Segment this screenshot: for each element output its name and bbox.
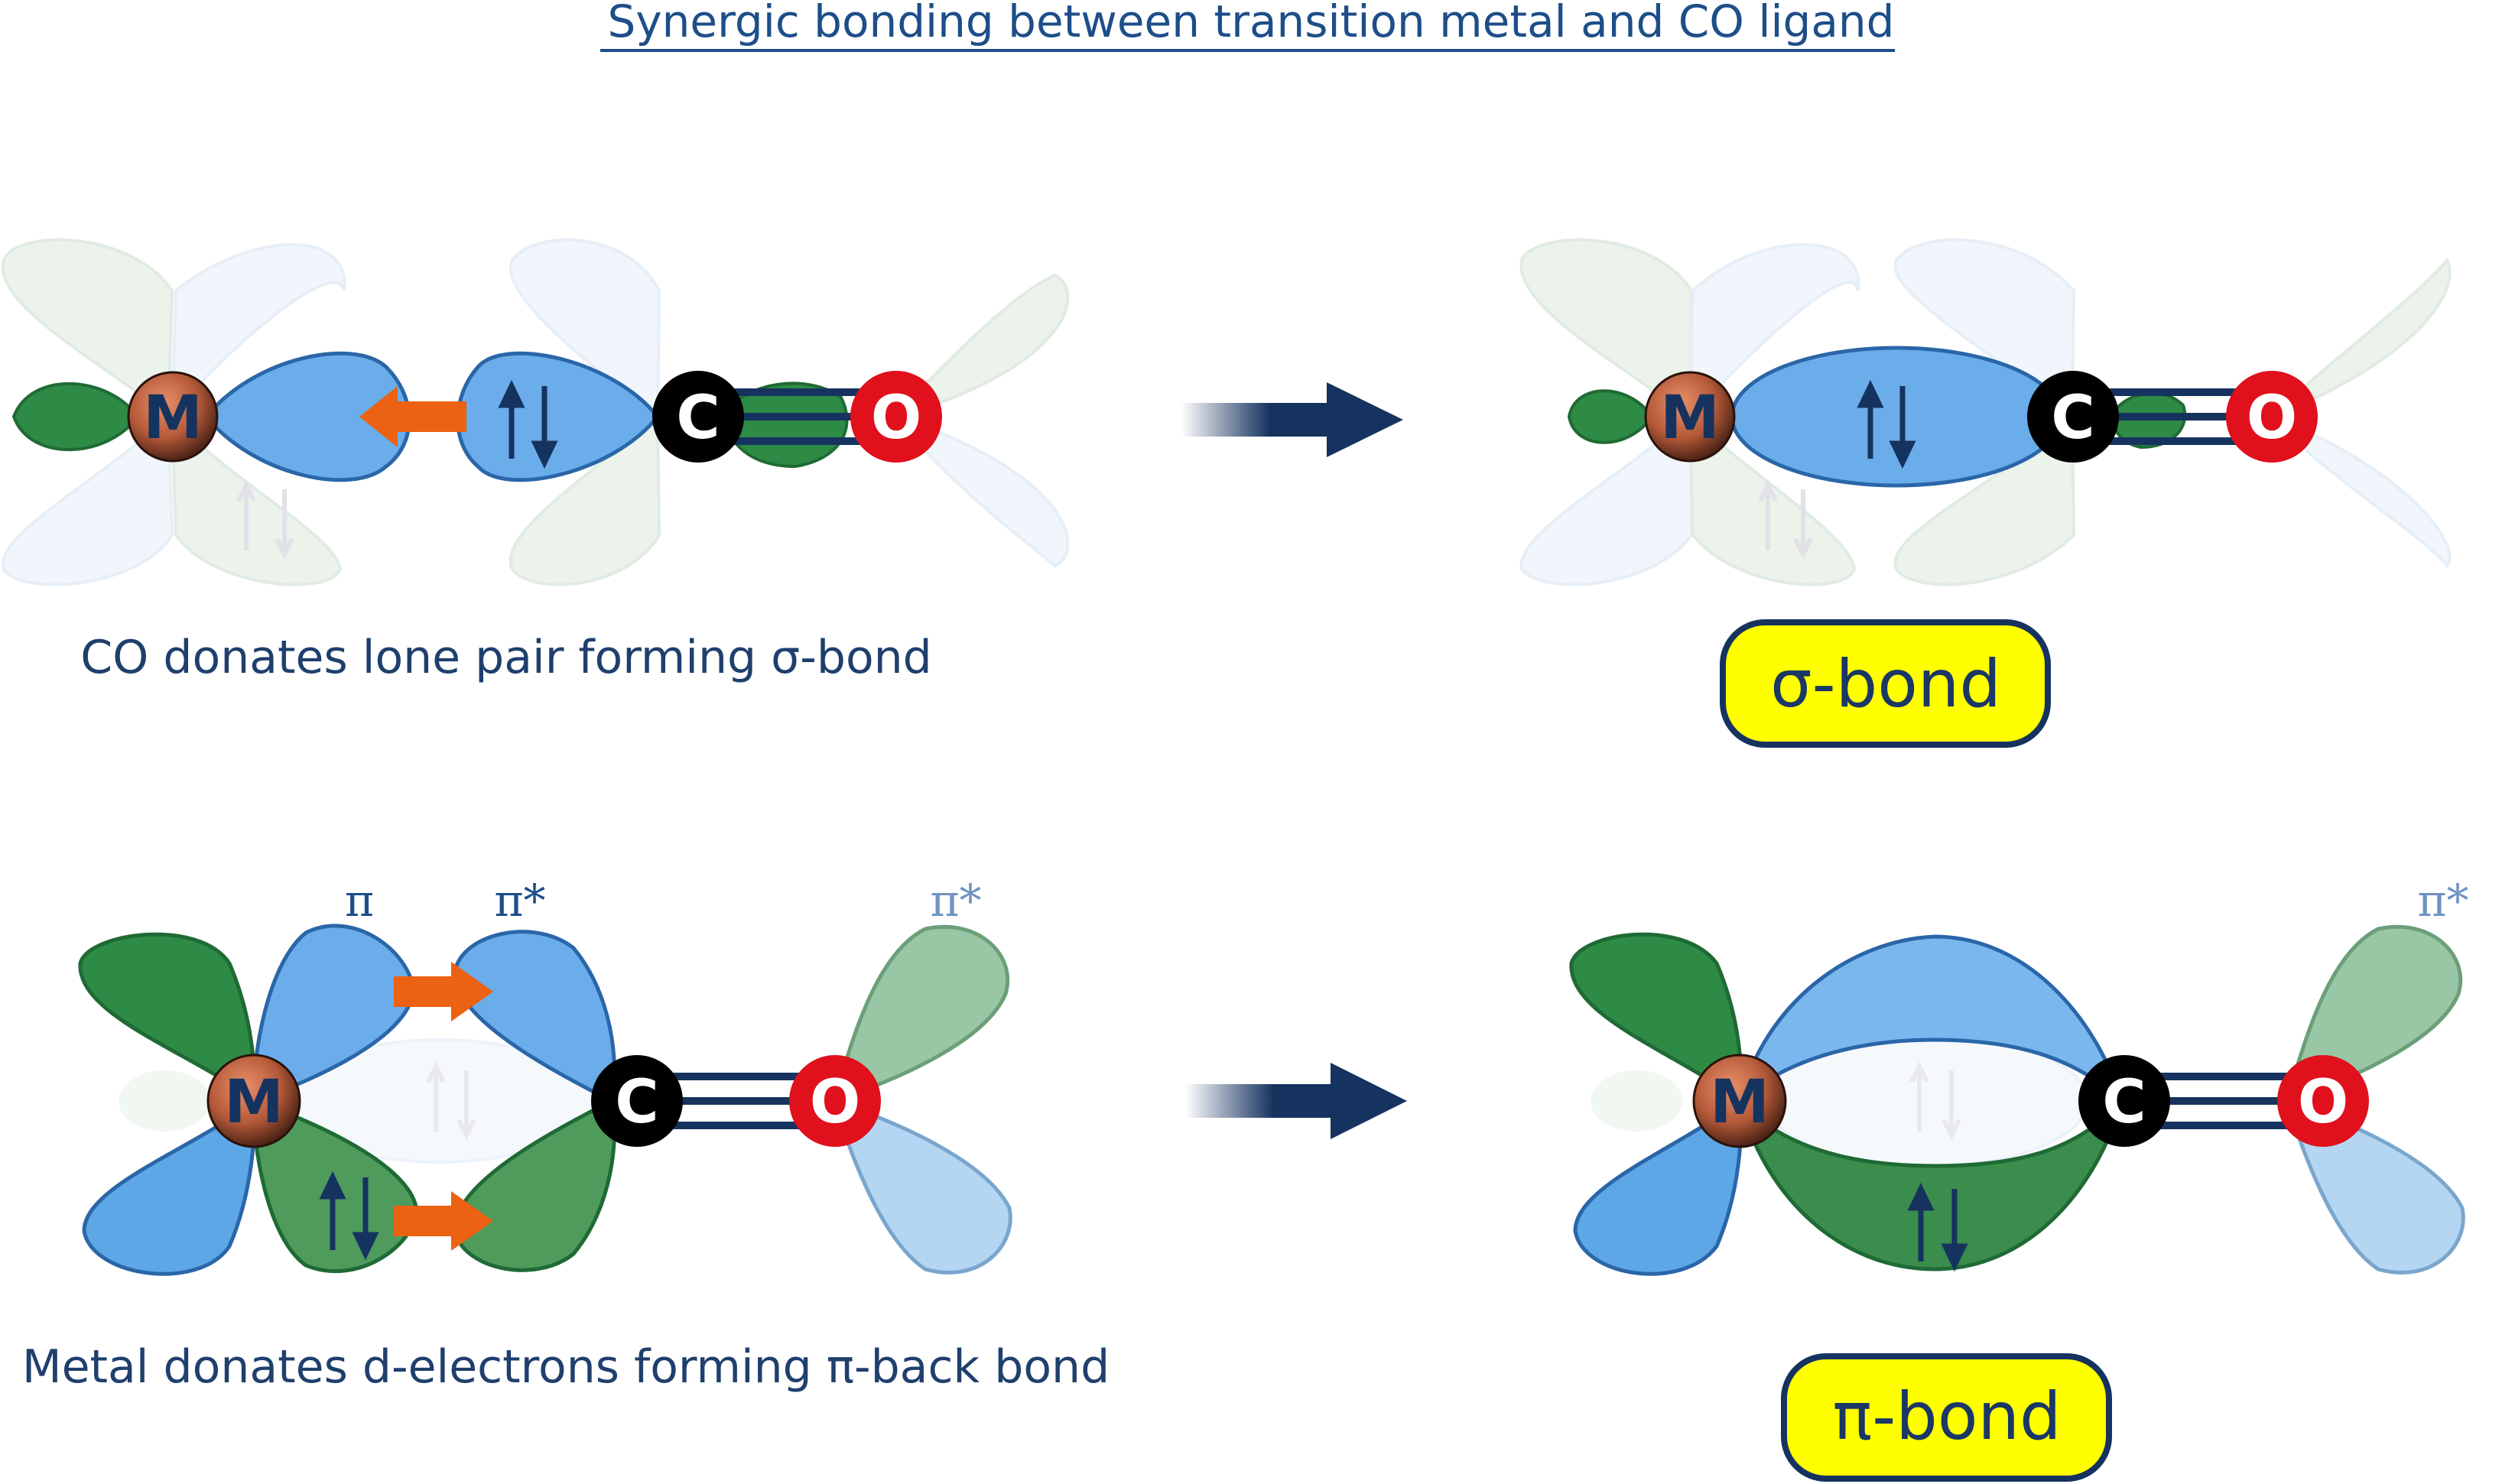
sigma-donation-panel: M C O xyxy=(1,238,1070,586)
faint-background-lobes xyxy=(1,238,1070,586)
metal-atom-right xyxy=(1644,371,1736,463)
oxygen-atom xyxy=(850,371,942,463)
metal-label-bottom-right: M xyxy=(1710,1068,1769,1137)
metal-label-right: M xyxy=(1660,384,1720,453)
co-pi-star-blue-lobe xyxy=(453,930,616,1104)
carbon-atom-bottom xyxy=(591,1055,683,1147)
sigma-donation-arrow xyxy=(359,386,466,447)
pi-caption: Metal donates d-electrons forming π-back… xyxy=(22,1340,1110,1394)
faint-pi-star-label-right: π* xyxy=(2417,875,2468,927)
co-pi-star-green-lobe xyxy=(453,1098,616,1272)
diagram-title: Synergic bonding between transition meta… xyxy=(608,0,1895,47)
pi-bond-panel: M C O π* xyxy=(1569,875,2469,1276)
pi-backdonation-arrow-upper xyxy=(394,962,493,1021)
pi-backdonation-arrow-lower xyxy=(394,1191,493,1251)
faint-pi-star-label: π* xyxy=(930,875,981,927)
bottom-transition-arrow xyxy=(1185,1063,1407,1139)
carbon-label: C xyxy=(676,384,720,453)
metal-label-bottom: M xyxy=(224,1068,284,1137)
oxygen-label-bottom-right: O xyxy=(2298,1068,2348,1137)
oxygen-label-right: O xyxy=(2247,384,2297,453)
lone-pair-electrons xyxy=(498,379,558,469)
metal-atom-bottom-right xyxy=(1692,1054,1787,1148)
pi-bond-badge: π-bond xyxy=(1781,1353,2112,1482)
oxygen-label-bottom: O xyxy=(810,1068,860,1137)
metal-atom-bottom xyxy=(206,1054,301,1148)
carbon-label-bottom: C xyxy=(615,1068,658,1137)
carbon-atom-bottom-right xyxy=(2078,1055,2170,1147)
metal-pi-label: π xyxy=(345,875,374,927)
carbon-atom-right xyxy=(2027,371,2119,463)
oxygen-label: O xyxy=(871,384,921,453)
pi-badge-label: π-bond xyxy=(1832,1378,2061,1455)
metal-green-lobe xyxy=(11,382,140,452)
metal-green-lobe-right xyxy=(1567,389,1654,444)
metal-d-electrons xyxy=(319,1171,379,1261)
top-transition-arrow xyxy=(1181,382,1403,457)
faint-center-lobes-right xyxy=(1591,1034,2089,1167)
oxygen-atom-right xyxy=(2226,371,2318,463)
sigma-bond-electrons xyxy=(1857,379,1916,469)
sigma-badge-label: σ-bond xyxy=(1770,646,2001,723)
metal-d-green-upper-left-right xyxy=(1569,932,1743,1105)
oxygen-atom-bottom-right xyxy=(2277,1055,2369,1147)
pi-bond-electrons xyxy=(1907,1182,1968,1272)
co-pi-green-lobe xyxy=(716,382,849,469)
sigma-caption: CO donates lone pair forming σ-bond xyxy=(80,631,932,684)
metal-atom xyxy=(127,371,219,463)
carbon-label-bottom-right: C xyxy=(2102,1068,2146,1137)
faint-center-lobes xyxy=(119,1038,594,1164)
co-pi-star-label: π* xyxy=(494,875,545,927)
metal-d-blue-lower-left-right xyxy=(1573,1097,1743,1276)
sigma-bond-badge: σ-bond xyxy=(1720,619,2051,748)
metal-label: M xyxy=(143,384,203,453)
metal-d-blue-upper-right xyxy=(252,924,415,1104)
metal-d-blue-lower-left xyxy=(82,1096,257,1276)
faint-background-lobes-right xyxy=(1519,238,2452,586)
sigma-bond-panel: M C O xyxy=(1519,238,2452,586)
sigma-bonding-orbital xyxy=(1730,346,2063,488)
carbon-atom xyxy=(652,371,744,463)
carbon-label-right: C xyxy=(2051,384,2094,453)
metal-d-green-upper-left xyxy=(78,932,257,1106)
faint-o-pi-star-green-lobe xyxy=(830,924,1010,1104)
faint-o-pi-star-blue-lobe xyxy=(830,1098,1012,1275)
oxygen-atom-bottom xyxy=(789,1055,881,1147)
pi-backdonation-panel: M C O π π* π* xyxy=(78,875,1012,1276)
